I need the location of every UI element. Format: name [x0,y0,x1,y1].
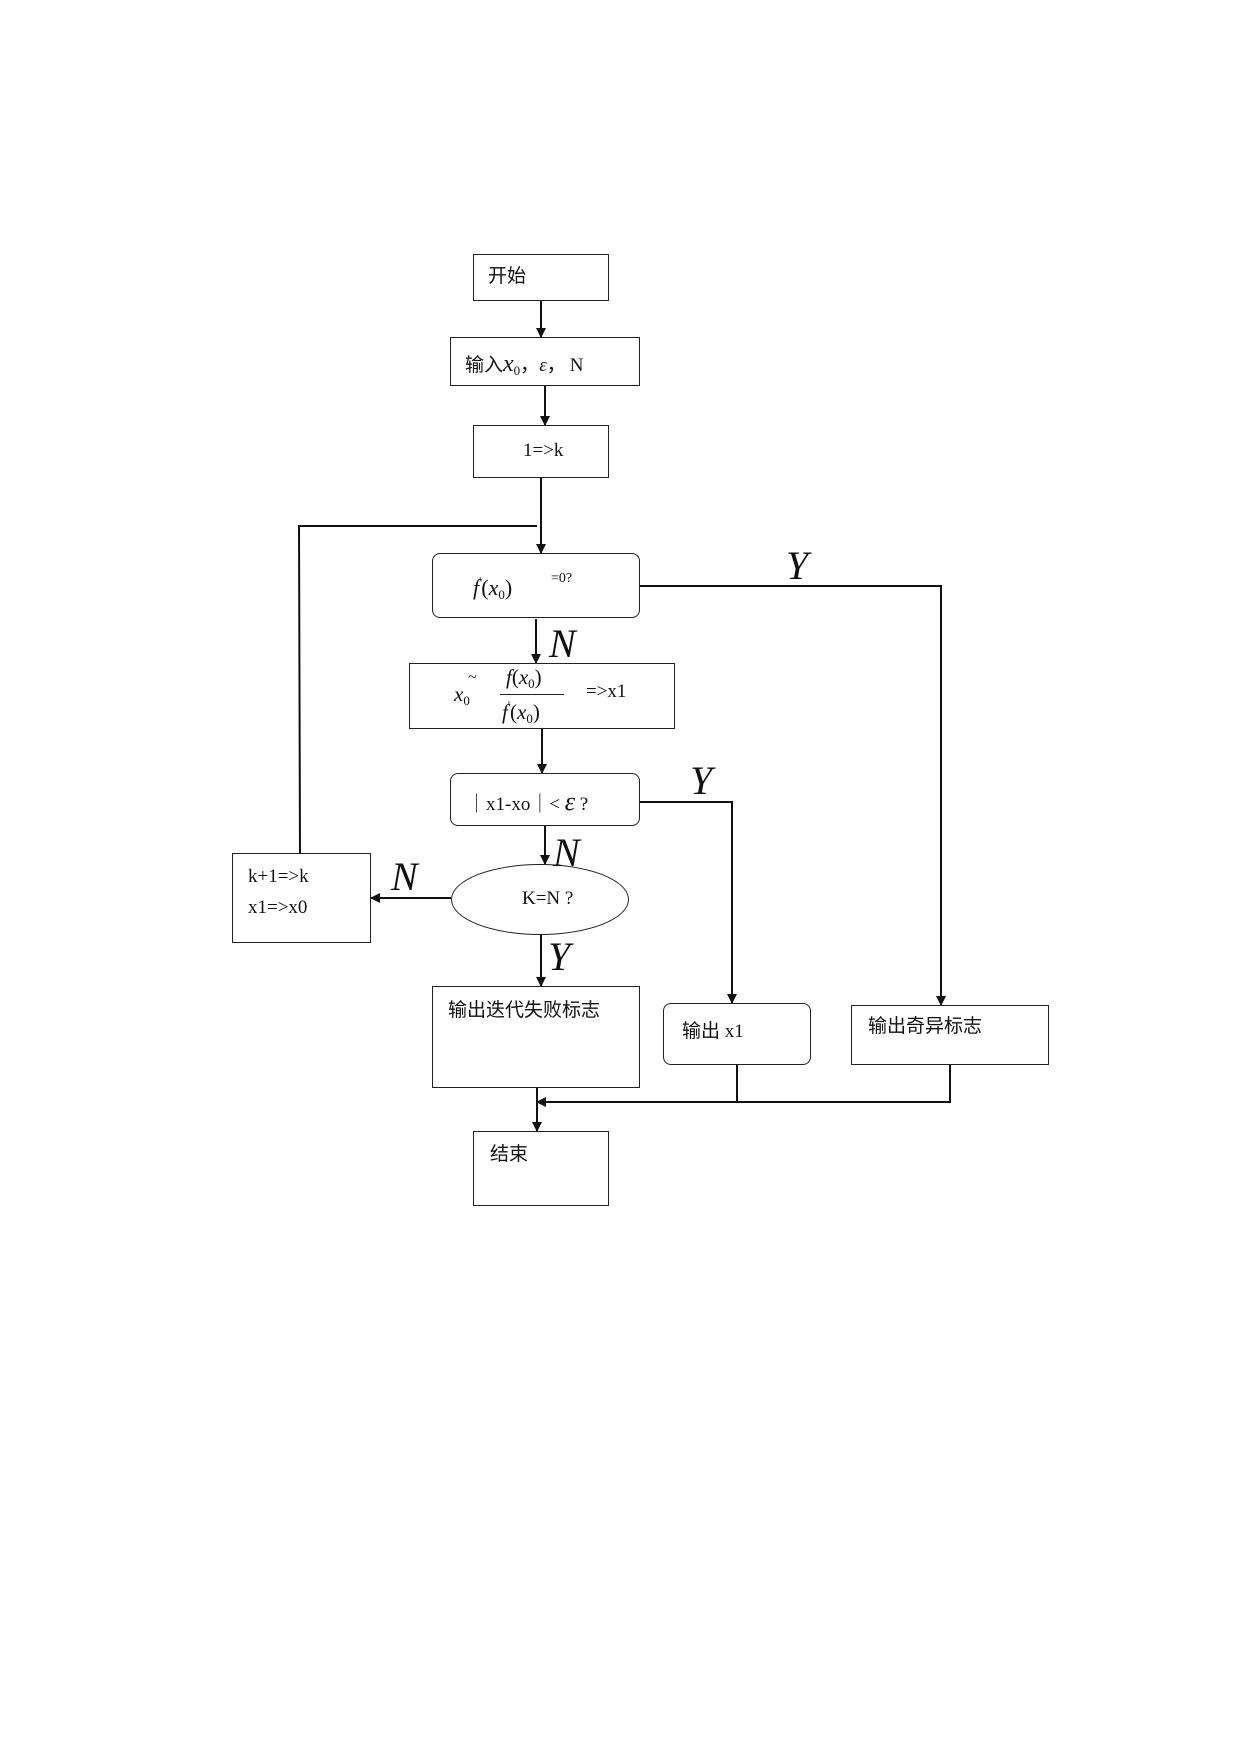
iteration-box: x0 ~ f(x0) f'(x0) =>x1 [409,663,675,729]
output-failure-label: 输出迭代失败标志 [448,1000,601,1021]
end-label: 结束 [490,1144,529,1165]
cond1-x: x [488,575,499,600]
input-box: 输入x0，ε，N [450,337,640,386]
iter-denominator: f'(x0) [502,698,540,726]
input-eps: ε [539,355,547,376]
input-x: x [503,351,514,377]
cond2-left: ｜x1-xo｜< [467,794,561,815]
iter-sub: 0 [463,693,470,708]
end-box: 结束 [473,1131,609,1206]
fraction-bar [500,694,564,695]
init-label: 1=>k [523,440,564,461]
cond2-expr: ｜x1-xo｜< ε ? [467,786,588,817]
input-x-sub: 0 [513,363,521,378]
output-singular-label: 输出奇异标志 [868,1016,983,1037]
iter-den-x: x [517,700,527,724]
output-x1-box: 输出 x1 [663,1003,811,1065]
label-cond2-yes: Y [690,758,713,803]
cond3-label: K=N ? [522,888,574,909]
iter-result: =>x1 [586,681,627,702]
cond1-tail: =0? [551,571,573,586]
edge-merge-right [536,1065,951,1107]
iter-den-sub: 0 [526,711,533,726]
iter-num-f: f [506,665,512,689]
label-cond3-yes: Y [548,934,571,979]
start-box: 开始 [473,254,609,301]
input-sep-1: ， [520,355,540,376]
iter-numerator: f(x0) [506,665,542,691]
convergence-decision: ｜x1-xo｜< ε ? [450,773,640,826]
iter-den-prime: ' [507,698,511,712]
max-iteration-decision: K=N ? [451,864,629,935]
update-line1: k+1=>k [248,866,309,887]
update-line2: x1=>x0 [248,897,308,918]
iter-x: x [454,682,464,706]
cond2-q: ? [579,794,589,815]
edge-cond2-yes [640,801,737,1004]
output-failure-box: 输出迭代失败标志 [432,986,640,1088]
label-cond1-yes: Y [786,543,809,588]
input-prefix: 输入 [465,355,504,376]
iter-x0: x0 [454,682,470,709]
iter-tilde: ~ [468,669,477,686]
output-x1-label: 输出 x1 [682,1021,744,1042]
cond1-f: f [473,575,480,600]
input-n: N [569,355,584,376]
input-label: 输入x0，ε，N [465,350,583,379]
edge-loop-back [297,525,537,854]
cond1-prime: ' [479,574,482,588]
iter-den-f: f [502,700,508,724]
input-sep-2: ， [546,355,566,376]
iter-num-sub: 0 [528,676,535,691]
iter-num-x: x [518,665,529,689]
label-cond1-no: N [549,621,576,666]
cond1-sub: 0 [498,587,505,602]
label-cond3-no: N [391,854,418,899]
label-cond2-no: N [553,830,580,875]
init-box: 1=>k [473,425,609,478]
derivative-zero-decision: f'(x0) =0? [432,553,640,618]
cond1-expr: f'(x0) [473,574,513,602]
output-singular-box: 输出奇异标志 [851,1005,1049,1065]
edge-cond1-yes [640,585,946,1006]
update-box: k+1=>k x1=>x0 [232,853,371,943]
cond2-eps: ε [564,787,576,816]
start-label: 开始 [488,266,527,287]
